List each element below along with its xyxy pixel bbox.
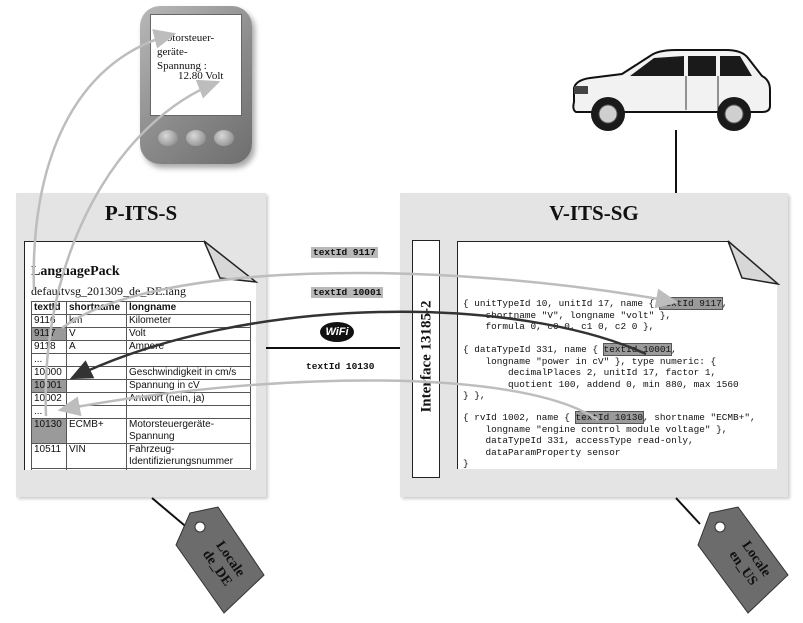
column-header-longname: longname (126, 301, 251, 315)
table-cell-short: km (66, 314, 127, 328)
table-cell-id: 9116 (31, 314, 67, 328)
table-cell-long: Kilometer (126, 314, 251, 328)
code-block-rvid: { rvId 1002, name { textId 10130, shortn… (463, 411, 756, 469)
table-row: ... (31, 468, 251, 470)
message-label-10001: textId 10001 (311, 287, 384, 298)
tag-shape-left (175, 506, 265, 614)
table-row: 10001 Spannung in cV (31, 379, 251, 393)
code-highlight-10130: textId 10130 (574, 411, 645, 424)
table-cell-id: 9118 (31, 340, 67, 354)
table-row: 10002 Antwort (nein, ja) (31, 392, 251, 406)
table-cell-short (66, 353, 127, 367)
table-cell-id: 10511 (31, 443, 67, 469)
document-fold-left (203, 240, 258, 283)
table-cell-long: Spannung in cV (126, 379, 251, 393)
table-cell-id: ... (31, 353, 67, 367)
table-cell-short: A (66, 340, 127, 354)
document-fold-right (727, 240, 780, 286)
code-highlight-9117: textId 9117 (658, 297, 723, 310)
code-highlight-10001: textId 10001 (602, 343, 673, 356)
table-cell-id: 10000 (31, 366, 67, 380)
car-image (572, 49, 771, 131)
phone-screen: Motorsteuer- geräte- Spannung : (150, 14, 242, 116)
message-label-9117: textId 9117 (311, 247, 378, 258)
column-header-shortname: shortname (66, 301, 127, 315)
table-cell-long: Antwort (nein, ja) (126, 392, 251, 406)
tag-string-right (675, 497, 701, 525)
language-pack-filename: defaultvsg_201309_de_DE.lang (31, 284, 186, 298)
interface-box: Interface 13185-2 (412, 240, 440, 478)
message-label-10130: textId 10130 (306, 361, 375, 372)
table-cell-long (126, 468, 251, 470)
table-row: ... (31, 353, 251, 367)
table-cell-long: Geschwindigkeit in cm/s (126, 366, 251, 380)
table-cell-short (66, 379, 127, 393)
phone-value: 12.80 Volt (178, 70, 224, 82)
table-row: 10000 Geschwindigkeit in cm/s (31, 366, 251, 380)
phone-button-left[interactable] (158, 130, 178, 146)
table-cell-short: V (66, 327, 127, 341)
table-row: ... (31, 405, 251, 419)
column-header-textid: textId (31, 301, 67, 315)
table-cell-id: 10130 (31, 418, 67, 444)
smartphone: Motorsteuer- geräte- Spannung : 12.80 Vo… (140, 6, 252, 164)
table-cell-long (126, 353, 251, 367)
language-pack-title: LanguagePack (31, 264, 120, 279)
code-block-datatype: { dataTypeId 331, name { textId 10001, l… (463, 343, 739, 401)
table-cell-id: ... (31, 405, 67, 419)
phone-label: Motorsteuer- geräte- Spannung : (157, 32, 215, 72)
phone-button-middle[interactable] (186, 130, 206, 146)
table-cell-id: 9117 (31, 327, 67, 341)
table-cell-long: Volt (126, 327, 251, 341)
table-cell-id: 10002 (31, 392, 67, 406)
phone-button-right[interactable] (214, 130, 234, 146)
v-its-sg-title: V-ITS-SG (549, 201, 639, 225)
table-cell-short: VIN (66, 443, 127, 469)
table-cell-short (66, 366, 127, 380)
interface-label: Interface 13185-2 (418, 300, 435, 413)
table-cell-long: Fahrzeug- Identifizierungsnummer (126, 443, 251, 469)
table-cell-short (66, 405, 127, 419)
table-cell-short: ECMB+ (66, 418, 127, 444)
table-cell-id: 10001 (31, 379, 67, 393)
tag-string-left (151, 497, 191, 531)
table-cell-short (66, 392, 127, 406)
wifi-icon: WiFi (320, 322, 354, 342)
p-its-s-title: P-ITS-S (104, 201, 178, 225)
table-header-row: textId shortname longname (31, 301, 251, 315)
table-cell-long (126, 405, 251, 419)
table-cell-long: Ampere (126, 340, 251, 354)
tag-shape-right (697, 506, 789, 614)
table-cell-long: Motorsteuergeräte- Spannung (126, 418, 251, 444)
code-block-unit: { unitTypeId 10, unitId 17, name { textI… (463, 297, 728, 332)
